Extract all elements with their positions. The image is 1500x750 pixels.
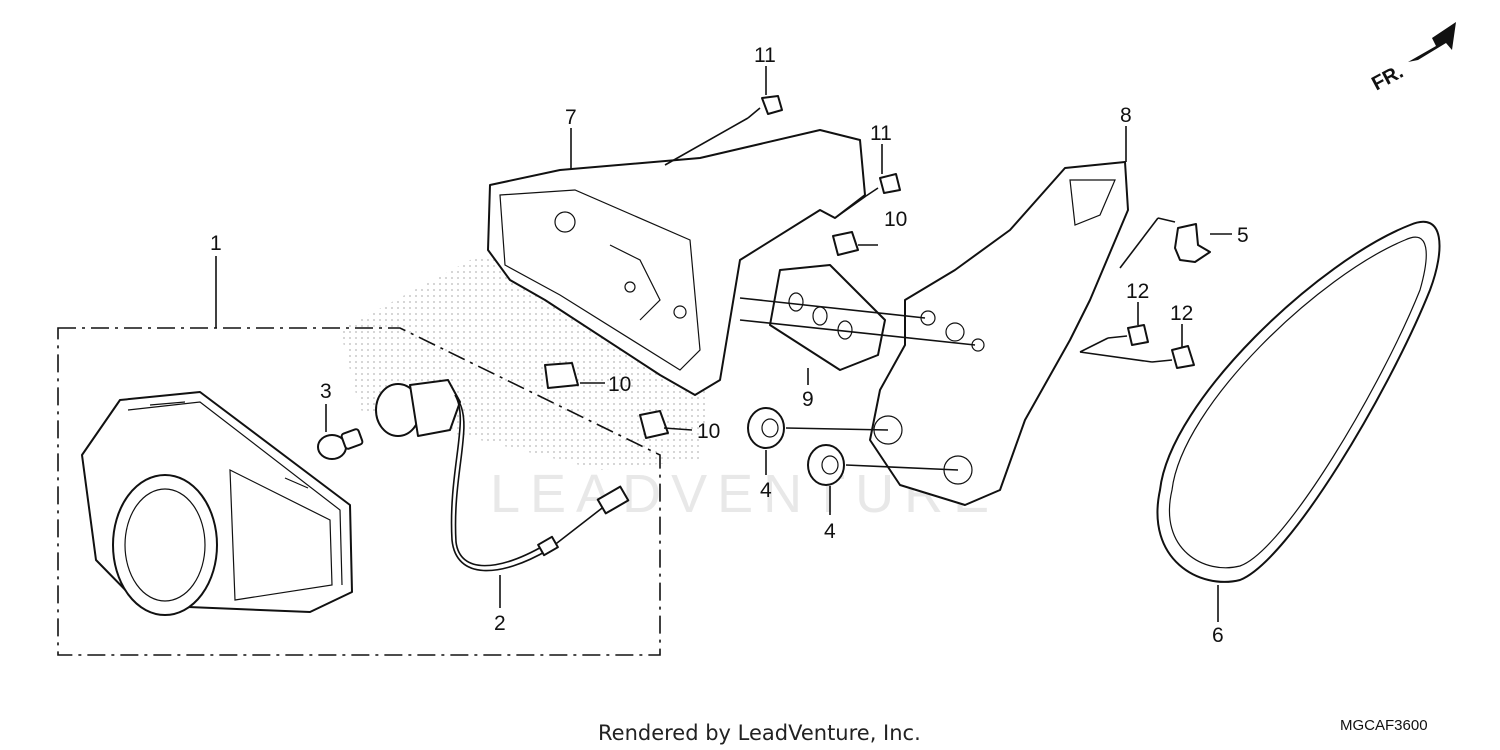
callout-11a: 11: [754, 44, 776, 67]
callout-5: 5: [1237, 224, 1249, 247]
diagram-code: MGCAF3600: [1340, 717, 1428, 734]
part-10-nut-b: [544, 362, 579, 389]
part-1-lens-unit: [81, 391, 353, 616]
part-6-seal-ring: [1156, 220, 1441, 583]
callout-4b: 4: [824, 520, 836, 543]
part-12-bolt-a: [1107, 324, 1149, 346]
callout-8: 8: [1120, 104, 1132, 127]
part-10-nut-c: [639, 410, 669, 439]
part-9-gasket: [769, 264, 886, 371]
part-8-bracket: [869, 161, 1129, 506]
part-5-collar: [1174, 223, 1211, 263]
front-direction-arrow-icon: [1408, 22, 1456, 62]
callout-12a: 12: [1126, 280, 1149, 303]
part-11-screw-a: [747, 95, 783, 119]
part-11-screw-b: [865, 173, 901, 197]
callout-7: 7: [565, 106, 577, 129]
part-7-housing: [487, 129, 866, 396]
callout-11b: 11: [870, 122, 892, 145]
part-2-socket-harness: [375, 379, 630, 572]
part-4-grommet-a: [747, 407, 785, 449]
callout-12b: 12: [1170, 302, 1193, 325]
callout-6: 6: [1212, 624, 1224, 647]
part-4-grommet-b: [807, 444, 845, 486]
part-12-bolt-b: [1151, 345, 1195, 369]
front-direction-label: FR.: [1368, 61, 1407, 96]
assembly-group-box: [57, 327, 661, 656]
part-3-bulb: [317, 428, 364, 460]
part-10-nut-a: [832, 231, 859, 256]
callout-10a: 10: [884, 208, 907, 231]
callout-3: 3: [320, 380, 332, 403]
callout-2: 2: [494, 612, 506, 635]
callout-1: 1: [210, 232, 222, 255]
leader-lines: [215, 66, 1232, 622]
callout-10c: 10: [697, 420, 720, 443]
callout-10b: 10: [608, 373, 631, 396]
footer-credit: Rendered by LeadVenture, Inc.: [598, 721, 921, 745]
callout-9: 9: [802, 388, 814, 411]
callout-4a: 4: [760, 479, 772, 502]
